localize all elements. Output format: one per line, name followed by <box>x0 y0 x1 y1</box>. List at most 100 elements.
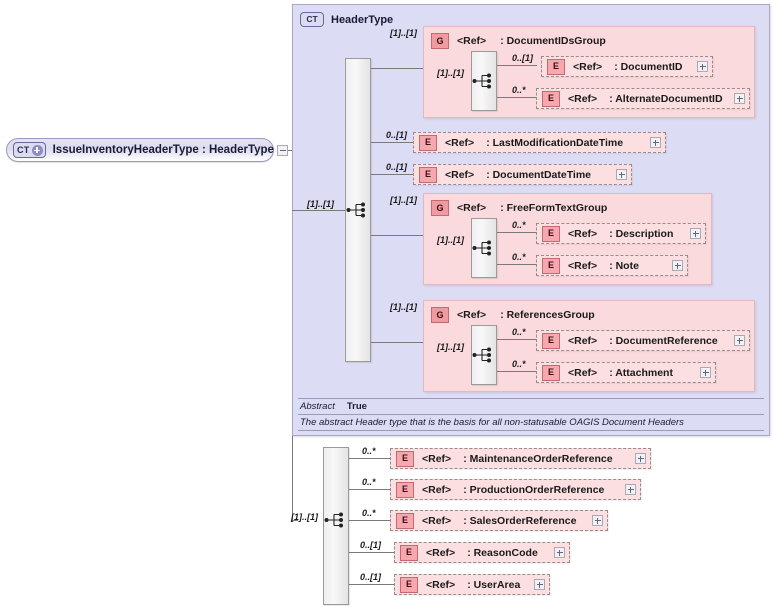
element-badge: E <box>542 225 560 242</box>
element-type-label: : ReasonCode <box>467 546 538 559</box>
group-header-referencesgroup[interactable]: G <Ref> : ReferencesGroup <box>431 307 595 323</box>
sequence-glyph-icon <box>324 512 343 528</box>
cardinality-documentid: 0..[1] <box>512 53 534 63</box>
cardinality-lastmodificationdatetime: 0..[1] <box>386 130 408 140</box>
element-ref-label: <Ref> <box>568 366 598 379</box>
plus-box-icon[interactable] <box>697 61 708 72</box>
group-type-label: : FreeFormTextGroup <box>500 202 608 214</box>
element-ref-label: <Ref> <box>568 259 598 272</box>
branch-line-alternatedocumentid <box>497 97 542 98</box>
sequence-glyph-icon <box>472 347 491 363</box>
element-reasoncode[interactable]: E <Ref> : ReasonCode <box>394 542 570 563</box>
element-badge: E <box>419 166 437 183</box>
element-salesorderreference[interactable]: E <Ref> : SalesOrderReference <box>390 510 608 531</box>
element-badge: E <box>400 544 418 561</box>
element-type-label: : ProductionOrderReference <box>463 483 605 496</box>
element-documentid[interactable]: E <Ref> : DocumentID <box>541 56 713 77</box>
element-ref-label: <Ref> <box>422 514 452 527</box>
element-userarea[interactable]: E <Ref> : UserArea <box>394 574 550 595</box>
abstract-label: Abstract <box>300 401 335 412</box>
branch-line-documentreference <box>497 339 537 340</box>
element-badge: E <box>400 576 418 593</box>
plus-box-icon[interactable] <box>650 137 661 148</box>
element-ref-label: <Ref> <box>568 92 598 105</box>
element-maintenanceorderreference[interactable]: E <Ref> : MaintenanceOrderReference <box>390 448 651 469</box>
element-badge: E <box>542 332 560 349</box>
element-alternatedocumentid[interactable]: E <Ref> : AlternateDocumentID <box>536 88 750 109</box>
element-attachment[interactable]: E <Ref> : Attachment <box>536 362 716 383</box>
branch-line-lastmodificationdatetime <box>371 142 413 143</box>
element-ref-label: <Ref> <box>422 452 452 465</box>
element-type-label: : LastModificationDateTime <box>486 136 624 149</box>
branch-line-documentidsgroup <box>371 68 423 69</box>
group-ref-label: <Ref> <box>457 35 487 47</box>
plus-box-icon[interactable] <box>625 484 636 495</box>
plus-box-icon[interactable] <box>592 515 603 526</box>
element-documentdatetime[interactable]: E <Ref> : DocumentDateTime <box>413 164 632 185</box>
cardinality-productionorderreference: 0..* <box>362 477 376 487</box>
cardinality-documentidsgroup: [1]..[1] <box>390 28 417 38</box>
cardinality-salesorderreference: 0..* <box>362 508 376 518</box>
group-badge: G <box>431 33 449 49</box>
group-type-label: : DocumentIDsGroup <box>500 35 606 47</box>
element-badge: E <box>396 512 414 529</box>
plus-box-icon[interactable] <box>635 453 646 464</box>
plus-circle-icon[interactable] <box>31 144 43 156</box>
connector-root-to-extension <box>292 520 298 521</box>
headertype-sequence-cardinality: [1]..[1] <box>307 199 334 209</box>
root-complex-type-node[interactable]: CT IssueInventoryHeaderType : HeaderType <box>6 138 274 162</box>
headertype-annotation: Abstract True The abstract Header type t… <box>298 398 764 431</box>
element-ref-label: <Ref> <box>426 578 456 591</box>
connector-root-to-headertype <box>285 150 293 151</box>
element-ref-label: <Ref> <box>568 334 598 347</box>
element-note[interactable]: E <Ref> : Note <box>536 255 688 276</box>
group-header-freeformtextgroup[interactable]: G <Ref> : FreeFormTextGroup <box>431 200 607 216</box>
inner-sequence-cardinality-freeformtextgroup: [1]..[1] <box>437 235 464 245</box>
element-badge: E <box>419 134 437 151</box>
cardinality-reasoncode: 0..[1] <box>360 540 382 550</box>
root-node-label: IssueInventoryHeaderType : HeaderType <box>52 144 274 156</box>
minus-box-icon[interactable] <box>277 145 288 156</box>
element-type-label: : SalesOrderReference <box>463 514 577 527</box>
branch-line-salesorderreference <box>349 520 391 521</box>
plus-box-icon[interactable] <box>734 93 745 104</box>
extension-sequence-cardinality: [1]..[1] <box>291 512 318 522</box>
cardinality-documentdatetime: 0..[1] <box>386 162 408 172</box>
plus-box-icon[interactable] <box>734 335 745 346</box>
element-badge: E <box>542 257 560 274</box>
plus-box-icon[interactable] <box>616 169 627 180</box>
element-badge: E <box>396 450 414 467</box>
branch-line-productionorderreference <box>349 489 391 490</box>
group-ref-label: <Ref> <box>457 202 487 214</box>
element-type-label: : Attachment <box>609 366 673 379</box>
plus-box-icon[interactable] <box>690 228 701 239</box>
element-ref-label: <Ref> <box>445 136 475 149</box>
element-type-label: : DocumentID <box>614 60 683 73</box>
branch-line-maintenanceorderreference <box>349 458 391 459</box>
element-description[interactable]: E <Ref> : Description <box>536 223 706 244</box>
element-ref-label: <Ref> <box>426 546 456 559</box>
group-header-documentidsgroup[interactable]: G <Ref> : DocumentIDsGroup <box>431 33 606 49</box>
group-badge: G <box>431 307 449 323</box>
branch-line-documentid <box>497 65 537 66</box>
element-lastmodificationdatetime[interactable]: E <Ref> : LastModificationDateTime <box>413 132 666 153</box>
headertype-description: The abstract Header type that is the bas… <box>300 417 684 428</box>
branch-line-attachment <box>497 371 537 372</box>
abstract-row: Abstract True <box>298 398 764 414</box>
sequence-glyph-icon <box>472 240 491 256</box>
element-type-label: : Description <box>609 227 674 240</box>
cardinality-maintenanceorderreference: 0..* <box>362 446 376 456</box>
cardinality-userarea: 0..[1] <box>360 572 382 582</box>
element-documentreference[interactable]: E <Ref> : DocumentReference <box>536 330 750 351</box>
inner-sequence-cardinality-referencesgroup: [1]..[1] <box>437 342 464 352</box>
cardinality-description: 0..* <box>512 220 526 230</box>
element-badge: E <box>547 58 565 75</box>
element-productionorderreference[interactable]: E <Ref> : ProductionOrderReference <box>390 479 641 500</box>
plus-box-icon[interactable] <box>554 547 565 558</box>
plus-box-icon[interactable] <box>672 260 683 271</box>
plus-box-icon[interactable] <box>534 579 545 590</box>
sequence-glyph-icon <box>346 202 365 218</box>
description-row: The abstract Header type that is the bas… <box>298 414 764 431</box>
plus-box-icon[interactable] <box>700 367 711 378</box>
complex-type-badge: CT <box>300 12 324 27</box>
